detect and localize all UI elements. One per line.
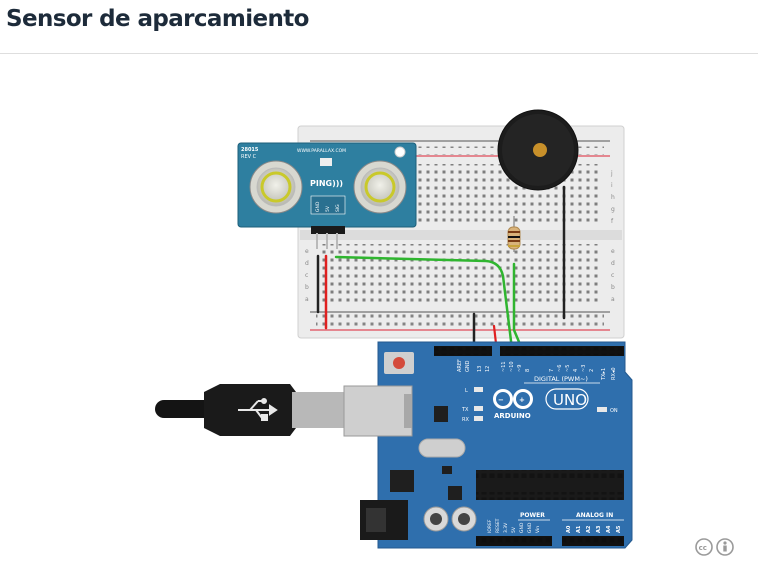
row-letter-i-right: i xyxy=(611,182,613,189)
sensor-mount-hole xyxy=(394,146,406,158)
row-letter-d-right: d xyxy=(611,260,615,267)
resistor[interactable] xyxy=(507,216,521,252)
row-letter-j-right: j xyxy=(610,170,613,177)
row-letter-c-right: c xyxy=(611,272,614,279)
piezo-buzzer[interactable] xyxy=(497,109,579,191)
breadboard-lower-grid xyxy=(318,244,602,306)
led-tx-label: TX xyxy=(461,407,469,413)
power-pin-5v: 5V xyxy=(511,526,517,533)
led-l-label: L xyxy=(465,388,468,394)
voltage-regulator xyxy=(390,470,414,492)
row-letter-c: c xyxy=(305,272,308,279)
arduino-brand: ARDUINO xyxy=(494,412,531,420)
gnd-label-digital: GND xyxy=(465,360,471,372)
row-letter-b-right: b xyxy=(611,284,615,291)
row-letter-b: b xyxy=(305,284,309,291)
svg-text:−: − xyxy=(498,396,504,404)
pin-label-3: ~3 xyxy=(581,365,587,372)
analog-pin-a0: A0 xyxy=(566,525,572,533)
svg-text:+: + xyxy=(519,396,525,404)
ultrasonic-sensor[interactable]: 28015 REV C WWW.PARALLAX.COM PING))) GND… xyxy=(237,142,417,249)
led-l xyxy=(474,387,483,392)
sensor-pin-label-5v: 5V xyxy=(325,205,331,212)
pin-label-12: 12 xyxy=(485,366,491,372)
pin-label-1: TX▸1 xyxy=(601,368,607,381)
power-pin-reset: RESET xyxy=(495,518,501,533)
row-letter-d: d xyxy=(305,260,309,267)
analog-pin-a4: A4 xyxy=(606,525,612,533)
sensor-transmitter xyxy=(249,160,303,214)
row-letter-e: e xyxy=(305,248,309,255)
pin-label-9: ~9 xyxy=(517,365,523,372)
row-letter-f-right: f xyxy=(611,218,614,225)
pin-label-11: ~11 xyxy=(501,361,507,372)
analog-pin-a5: A5 xyxy=(616,525,622,533)
buzzer-center xyxy=(533,143,547,157)
breadboard-center-channel xyxy=(300,230,622,240)
led-tx xyxy=(474,406,483,411)
pin-label-8: 8 xyxy=(525,369,531,372)
power-pin-ioref: IOREF xyxy=(487,519,493,533)
sensor-receiver xyxy=(353,160,407,214)
row-letter-a: a xyxy=(305,296,309,303)
analog-pin-a3: A3 xyxy=(596,525,602,533)
pin-label-13: 13 xyxy=(477,366,483,372)
sensor-crystal xyxy=(320,158,332,166)
analog-in-label: ANALOG IN xyxy=(576,512,613,519)
usb-cable xyxy=(155,384,348,436)
usb-plug-metal xyxy=(292,392,348,428)
wire-sensor-signal xyxy=(334,255,514,351)
led-rx xyxy=(474,416,483,421)
arduino-uno-board[interactable]: AREF GND 13 12 ~11 ~10 ~9 8 7 ~6 ~5 4 ~3… xyxy=(343,341,633,549)
attribution-icon xyxy=(716,538,734,556)
digital-pwm-label: DIGITAL (PWM~) xyxy=(534,375,588,383)
row-letter-h-right: h xyxy=(611,194,615,201)
pin-label-4: 4 xyxy=(573,369,579,372)
power-label: POWER xyxy=(520,512,545,519)
sensor-brand-url: WWW.PARALLAX.COM xyxy=(297,148,346,154)
usb-icon xyxy=(238,398,278,421)
row-letter-a-right: a xyxy=(611,296,615,303)
row-letter-e-right: e xyxy=(611,248,615,255)
circuit-diagram: j i h g f e d c b a j i h g f e d c b a … xyxy=(155,109,633,549)
page-header: Sensor de aparcamiento xyxy=(0,0,758,54)
pin-label-2: 2 xyxy=(589,369,595,372)
page-title: Sensor de aparcamiento xyxy=(6,6,309,32)
analog-pin-a2: A2 xyxy=(586,525,592,533)
crystal-oscillator xyxy=(418,438,466,458)
sensor-name: PING))) xyxy=(310,179,343,188)
creative-commons-attribution-icon[interactable]: cc xyxy=(694,537,736,557)
led-on xyxy=(597,407,607,412)
sensor-pin-header xyxy=(311,226,345,234)
led-rx-label: RX xyxy=(462,417,469,423)
sensor-part-number: 28015 xyxy=(241,147,259,153)
power-pin-3v3: 3.3V xyxy=(503,522,509,533)
usb-jack xyxy=(343,385,413,437)
power-pin-gnd-1: GND xyxy=(519,522,525,533)
pin-label-7: 7 xyxy=(549,369,555,372)
arduino-logo: − + xyxy=(493,389,533,409)
svg-text:cc: cc xyxy=(699,544,707,552)
power-pin-gnd-2: GND xyxy=(527,522,533,533)
analog-pin-a1: A1 xyxy=(576,525,582,533)
pin-label-6: ~6 xyxy=(557,365,563,372)
arduino-model: UNO xyxy=(553,391,587,409)
pin-label-10: ~10 xyxy=(509,361,515,372)
row-letter-g-right: g xyxy=(611,206,615,213)
cc-icon: cc xyxy=(695,538,713,556)
pin-label-5: ~5 xyxy=(565,365,571,372)
pin-label-0: RX◂0 xyxy=(611,367,617,380)
led-on-label: ON xyxy=(610,408,618,414)
aref-label: AREF xyxy=(457,359,463,372)
power-pin-vin: Vin xyxy=(535,526,541,533)
sensor-pin-label-sig: SIG xyxy=(335,204,341,212)
sensor-revision: REV C xyxy=(241,154,257,160)
uno-badge xyxy=(545,388,589,410)
sensor-pin-label-gnd: GND xyxy=(315,201,321,212)
